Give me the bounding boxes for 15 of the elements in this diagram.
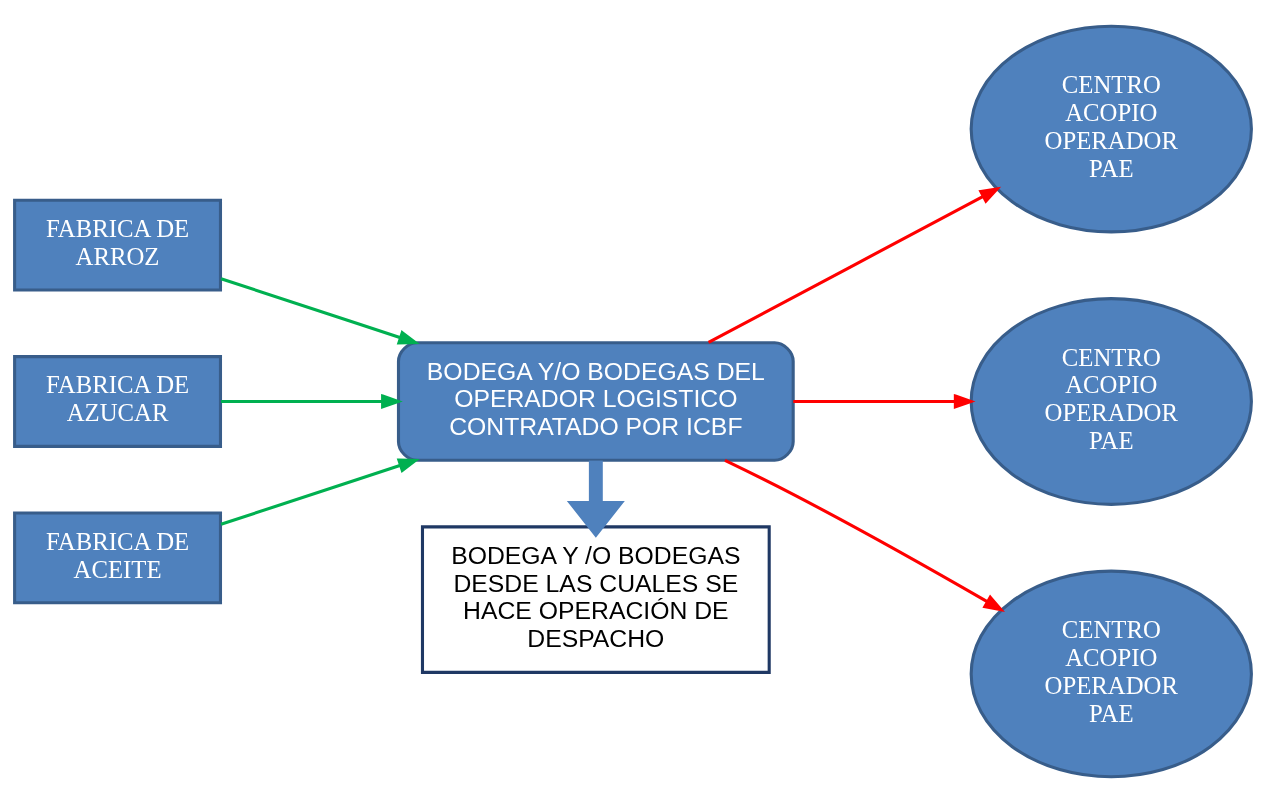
node-box: FABRICA DE ARROZ	[13, 198, 223, 292]
node-box: BODEGA Y/O BODEGAS DEL OPERADOR LOGISTICO CONTRATADO POR ICBF	[396, 341, 795, 462]
node-ellipse: CENTRO ACOPIO OPERADOR PAE	[969, 569, 1253, 779]
arrow	[220, 277, 420, 345]
arrow	[793, 393, 976, 410]
arrow	[221, 393, 403, 410]
arrow	[566, 460, 625, 538]
arrow	[724, 458, 1005, 612]
node-box: BODEGA Y /O BODEGAS DESDE LAS CUALES SE HACE OPERACIÓN DE DESPACHO	[420, 525, 771, 674]
arrow	[220, 458, 420, 526]
node-ellipse: CENTRO ACOPIO OPERADOR PAE	[969, 24, 1253, 234]
node-ellipse: CENTRO ACOPIO OPERADOR PAE	[969, 297, 1253, 506]
node-box: FABRICA DE AZUCAR	[13, 355, 223, 448]
arrow	[707, 186, 1002, 344]
node-box: FABRICA DE ACEITE	[13, 511, 223, 605]
